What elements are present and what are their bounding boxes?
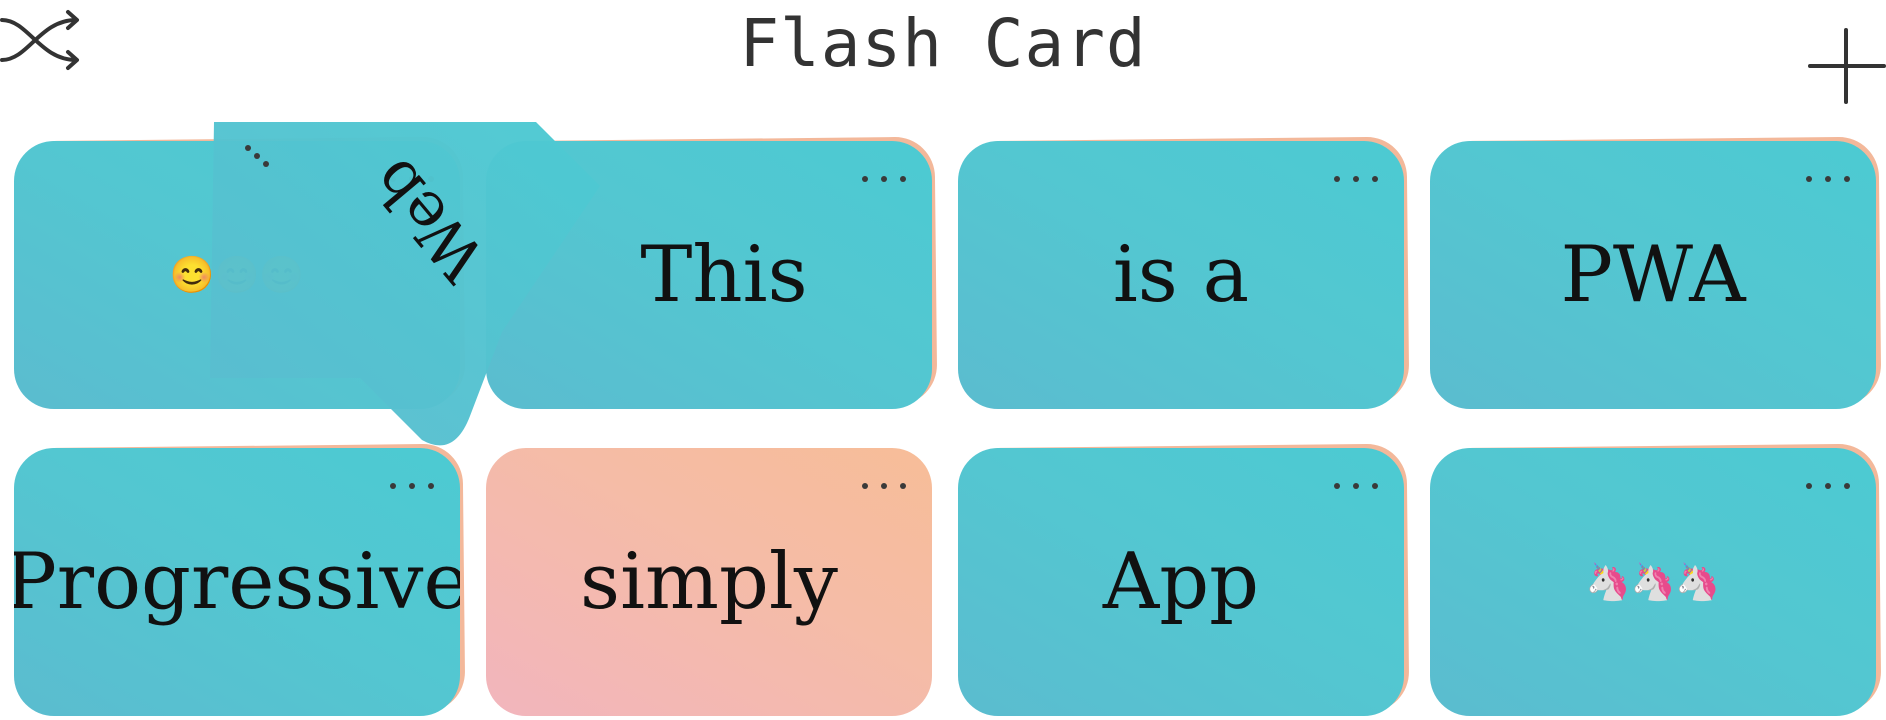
card-word: PWA [1560, 230, 1746, 320]
flipping-card[interactable]: Web [210, 122, 600, 454]
flipping-card-menu[interactable] [245, 145, 269, 167]
page-title: Flash Card [739, 5, 1147, 82]
card-face: PWA [1430, 141, 1876, 409]
card-menu-button[interactable] [1806, 167, 1850, 191]
card-menu-button[interactable] [1334, 474, 1378, 498]
flash-card[interactable]: Progressive [14, 443, 466, 717]
flash-card[interactable]: App [958, 443, 1410, 717]
card-face: 🦄🦄🦄 [1430, 448, 1876, 716]
card-word: is a [1112, 230, 1250, 320]
plus-icon [1808, 28, 1886, 104]
app-header: Flash Card [0, 0, 1886, 104]
card-face: simply [486, 448, 932, 716]
flash-card[interactable]: 🦄🦄🦄 [1430, 443, 1882, 717]
card-word: This [640, 230, 808, 320]
card-word: Progressive [14, 537, 460, 627]
card-word: simply [580, 537, 838, 627]
flash-card[interactable]: simply [486, 448, 932, 716]
card-menu-button[interactable] [390, 474, 434, 498]
flash-card[interactable]: PWA [1430, 136, 1882, 410]
add-card-button[interactable] [1808, 28, 1886, 106]
card-face: App [958, 448, 1404, 716]
card-face: Progressive [14, 448, 460, 716]
flash-card[interactable]: is a [958, 136, 1410, 410]
card-menu-button[interactable] [862, 167, 906, 191]
card-face: is a [958, 141, 1404, 409]
card-menu-button[interactable] [1334, 167, 1378, 191]
card-word: 🦄🦄🦄 [1585, 562, 1721, 603]
card-word: App [1102, 537, 1260, 627]
card-menu-button[interactable] [1806, 474, 1850, 498]
flipping-card-face [210, 122, 600, 446]
card-menu-button[interactable] [862, 474, 906, 498]
shuffle-icon [0, 10, 79, 70]
shuffle-button[interactable] [0, 4, 84, 76]
